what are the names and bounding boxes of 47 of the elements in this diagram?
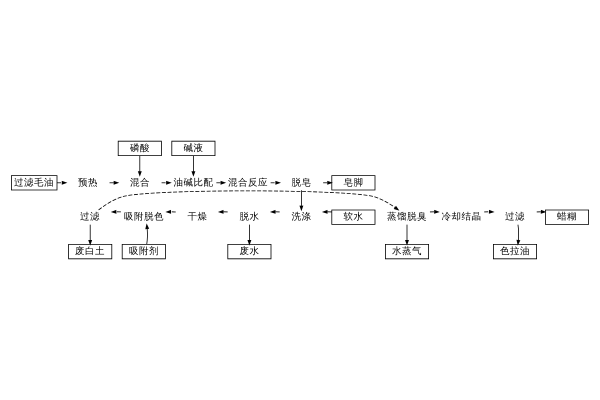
- node-text: 过滤: [80, 212, 100, 223]
- node-box: 色拉油: [493, 244, 537, 260]
- arrow: [484, 210, 495, 214]
- node-box: 皂脚: [331, 175, 376, 190]
- node-box: 废白土: [68, 244, 112, 260]
- node-text: 脱皂: [291, 177, 312, 188]
- node-box: 废水: [227, 244, 272, 260]
- node-text: 冷却结晶: [441, 212, 482, 223]
- arrow: [299, 190, 304, 212]
- arrow: [322, 180, 333, 185]
- node-text: 蒸馏脱臭: [387, 212, 427, 223]
- node-text: 油碱比配: [173, 177, 214, 188]
- arrow: [218, 210, 228, 214]
- arrow: [322, 210, 332, 214]
- node-text: 预热: [78, 177, 98, 188]
- arrow: [270, 210, 280, 214]
- arrow: [191, 155, 196, 177]
- arrow: [145, 223, 150, 245]
- node-box: 磷酸: [118, 140, 162, 156]
- arrow: [110, 210, 122, 214]
- node-text: 洗涤: [291, 212, 312, 223]
- node-text: 混合反应: [228, 177, 268, 188]
- node-box: 蜡糊: [545, 210, 589, 225]
- arrow: [516, 224, 520, 246]
- node-box: 水蒸气: [385, 244, 429, 260]
- arrow: [216, 180, 226, 185]
- node-box: 软水: [331, 210, 376, 225]
- node-box: 吸附剂: [122, 244, 166, 260]
- arrow: [109, 180, 120, 185]
- arrow: [536, 210, 546, 214]
- node-text: 过滤: [505, 212, 525, 223]
- arrow: [405, 224, 409, 246]
- arrow: [161, 180, 172, 185]
- arrow: [247, 224, 252, 246]
- node-box: 过滤毛油: [11, 175, 58, 190]
- arrow: [165, 210, 176, 214]
- node-box: 碱液: [171, 140, 216, 156]
- node-text: 吸附脱色: [124, 212, 164, 223]
- arrow: [56, 180, 68, 185]
- node-text: 混合: [130, 177, 150, 188]
- node-text: 脱水: [239, 212, 260, 223]
- arrow: [88, 224, 92, 246]
- arrow: [98, 190, 400, 211]
- node-text: 干燥: [187, 212, 208, 223]
- arrow: [138, 155, 142, 177]
- arrow: [430, 210, 440, 214]
- arrow: [270, 180, 281, 185]
